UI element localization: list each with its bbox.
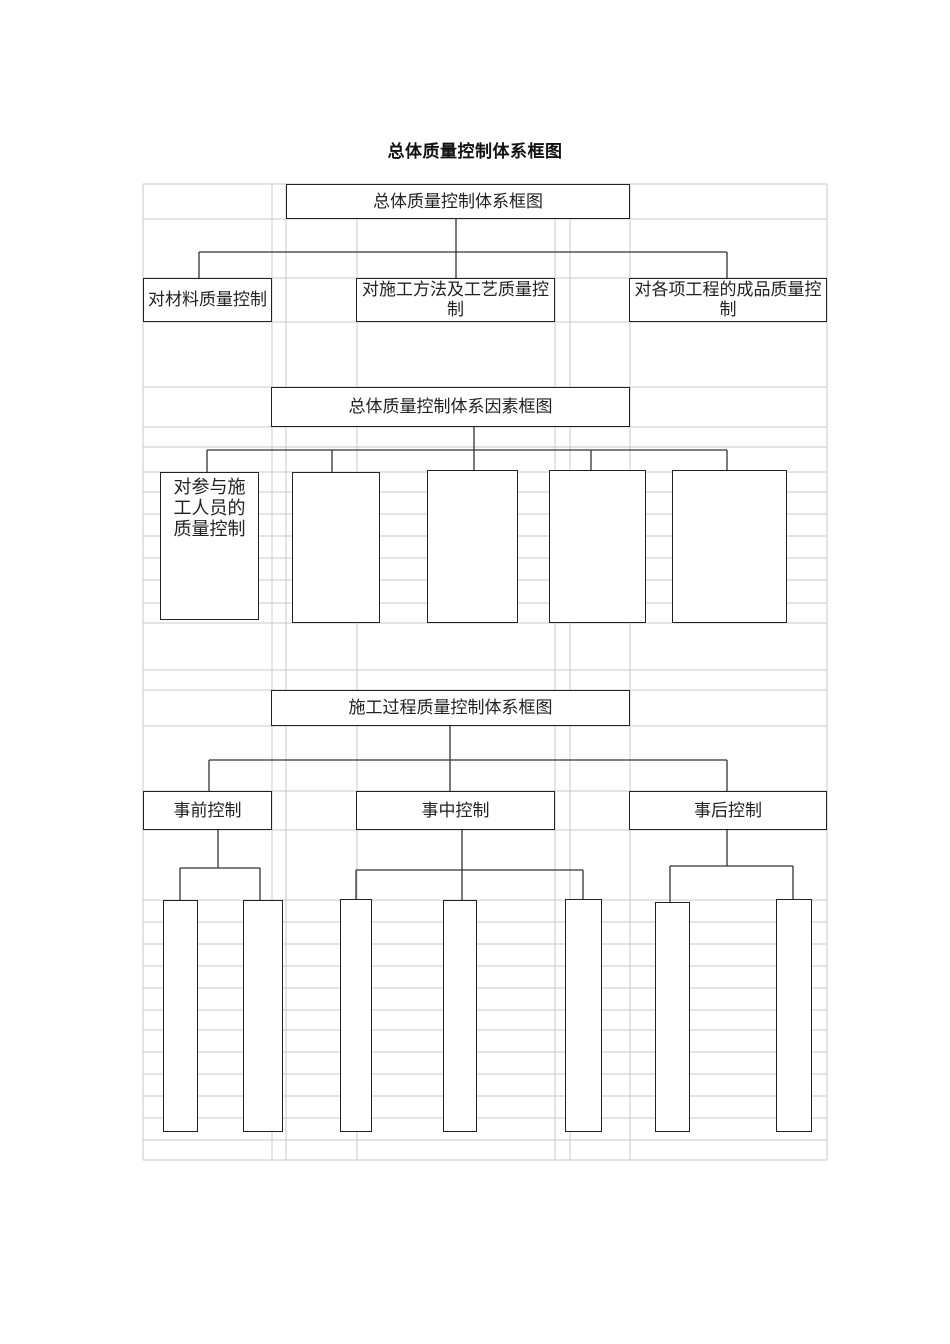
s2-factor-box-3 xyxy=(427,470,518,623)
s3-before-box: 事前控制 xyxy=(143,791,272,830)
s3-sub-box xyxy=(655,902,690,1132)
s2-personnel-label: 对参与施工人员的质量控制 xyxy=(173,477,246,540)
s3-sub-box xyxy=(443,900,477,1132)
s3-after-box: 事后控制 xyxy=(629,791,827,830)
s3-sub-box xyxy=(340,899,372,1132)
s1-material-box: 对材料质量控制 xyxy=(143,278,272,322)
s3-sub-box xyxy=(163,900,198,1132)
s3-sub-box xyxy=(565,899,602,1132)
s2-factor-box-2 xyxy=(292,472,380,623)
s2-factor-box-4 xyxy=(549,470,646,623)
s3-during-box: 事中控制 xyxy=(356,791,555,830)
s2-factor-box-5 xyxy=(672,470,787,623)
s1-method-label: 对施工方法及工艺质量控制 xyxy=(362,280,549,320)
s1-product-box: 对各项工程的成品质量控制 xyxy=(629,278,827,322)
s3-root-box: 施工过程质量控制体系框图 xyxy=(271,690,630,726)
s1-method-box: 对施工方法及工艺质量控制 xyxy=(356,278,555,322)
s3-sub-box xyxy=(776,899,812,1132)
page-title: 总体质量控制体系框图 xyxy=(387,142,563,162)
s2-root-box: 总体质量控制体系因素框图 xyxy=(271,387,630,427)
s1-product-label: 对各项工程的成品质量控制 xyxy=(634,280,822,320)
s1-root-box: 总体质量控制体系框图 xyxy=(286,184,630,219)
s3-sub-box xyxy=(243,900,283,1132)
s2-personnel-box: 对参与施工人员的质量控制 xyxy=(160,472,259,620)
s1-material-label: 对材料质量控制 xyxy=(148,290,267,310)
